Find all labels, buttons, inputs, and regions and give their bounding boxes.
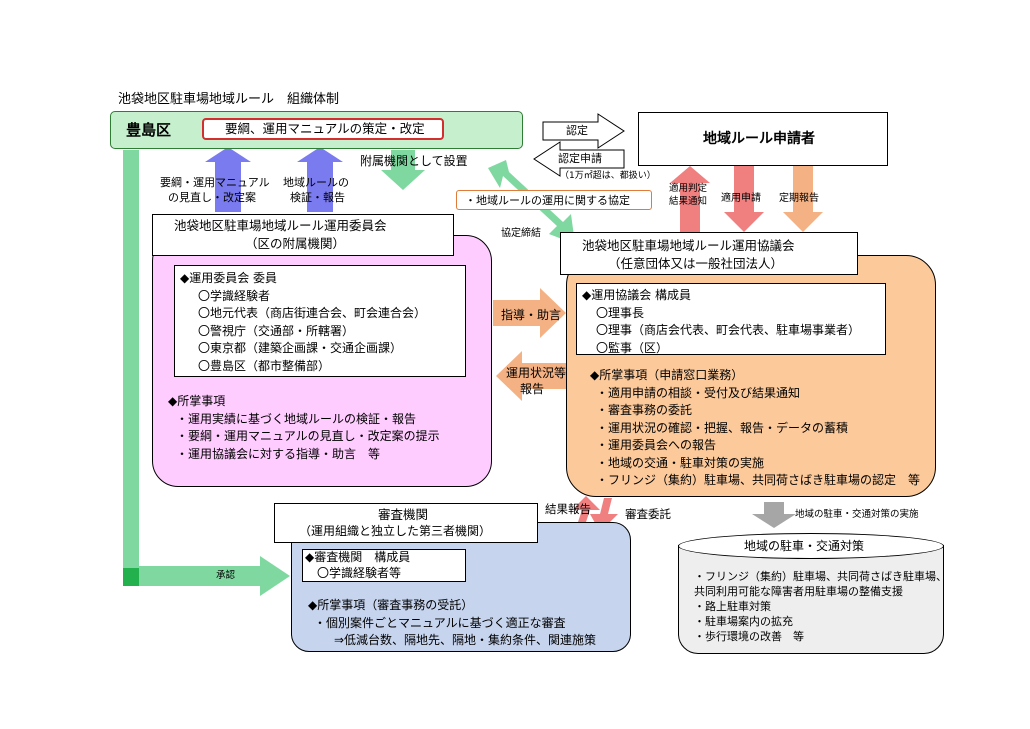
blue-arrow-review (205, 147, 251, 212)
committee-duties: ◆所掌事項 ・運用実績に基づく地域ルールの検証・報告 ・要綱・運用マニュアルの見… (168, 393, 440, 463)
list-item: 〇学識経験者 (198, 288, 271, 303)
list-item: ・路上駐車対策 (694, 600, 771, 613)
measures-title: 地域の駐車・交通対策 (744, 539, 865, 553)
approval-label: 承認 (216, 570, 236, 581)
green-arrow-affiliated (381, 150, 425, 190)
review-label-2: の見直し・改定案 (168, 191, 256, 204)
list-item: 〇監事（区） (596, 340, 669, 355)
review-members-title: ◆審査機関 構成員 (305, 550, 411, 564)
list-item: ・フリンジ（集約）駐車場、共同荷さばき駐車場、 (694, 570, 947, 583)
list-item: ・運用状況の確認・把握、報告・データの蓄積 (596, 420, 849, 435)
list-item: 〇理事（商店会代表、町会代表、駐車場事業者） (596, 323, 861, 337)
council-members-box (576, 283, 886, 355)
ward-name: 豊島区 (126, 121, 172, 139)
list-item: ・地域の交通・駐車対策の実施 (596, 455, 765, 470)
result-report-label: 結果報告 (545, 502, 591, 516)
agreement-signed-label: 協定締結 (501, 228, 541, 239)
ninte-label: 認定 (566, 124, 588, 137)
committee-title-box (152, 214, 454, 256)
ward-task-box (202, 118, 444, 140)
agreement-box (456, 190, 652, 210)
verify-label-2: 検証・報告 (290, 191, 345, 204)
ward-approval-line (123, 150, 139, 586)
list-item: ⇒低減台数、隔地先、隔地・集約条件、関連施策 (334, 633, 597, 647)
council-title-2: （任意団体又は一般社団法人） (608, 256, 784, 271)
approval-corner (123, 568, 139, 586)
apply-arrow (724, 166, 764, 232)
review-body-box (291, 522, 631, 652)
ninte-shinsei-label: 認定申請 (558, 152, 602, 165)
ninte-shinsei-arrow (533, 141, 625, 177)
committee-members-title: ◆運用委員会 委員 (180, 271, 278, 285)
council-members: ◆運用協議会 構成員 〇理事長 〇理事（商店会代表、町会代表、駐車場事業者） 〇… (582, 287, 860, 357)
review-duties: ◆所掌事項（審査事務の受託） ・個別案件ごとマニュアルに基づく適正な審査 ⇒低減… (308, 597, 596, 650)
measures-items: ・フリンジ（集約）駐車場、共同荷さばき駐車場、 共同利用可能な障害者用駐車場の整… (694, 569, 947, 644)
status-report-label-1: 運用状況等 (506, 366, 567, 380)
review-members-box (302, 549, 466, 582)
result-report-arrow (572, 496, 600, 528)
status-report-arrow (496, 351, 566, 401)
list-item: ・運用実績に基づく地域ルールの検証・報告 (176, 411, 417, 426)
list-item: ・適用申請の相談・受付及び結果通知 (596, 385, 801, 400)
list-item: ・歩行環境の改善 等 (694, 630, 804, 643)
review-label-1: 要綱・運用マニュアル (160, 176, 270, 189)
result-notice-arrow (670, 166, 710, 232)
ninte-note: （1万㎡超は、都扱い） (560, 171, 656, 181)
page-title: 池袋地区駐車場地域ルール 組織体制 (118, 92, 340, 107)
list-item: 〇警視庁（交通部・所轄署） (198, 323, 355, 338)
list-item: ・審査事務の委託 (596, 403, 693, 417)
implement-arrow (752, 502, 796, 528)
list-item: ・フリンジ（集約）駐車場、共同荷さばき駐車場の認定 等 (596, 473, 921, 487)
blue-arrow-verify (297, 147, 343, 212)
agreement-label: ・地域ルールの運用に関する協定 (465, 194, 630, 207)
ward-task: 要綱、運用マニュアルの策定・改定 (225, 121, 425, 136)
apply-label: 適用申請 (721, 193, 761, 204)
committee-title-2: （区の附属機関） (245, 236, 346, 251)
review-members: ◆審査機関 構成員 〇学識経験者等 (305, 549, 410, 581)
list-item: 〇東京都（建築企画課・交通企画課） (198, 341, 403, 355)
result-notice-label-1: 適用判定 (669, 183, 708, 194)
guidance-arrow (493, 288, 566, 338)
list-item: ・運用協議会に対する指導・助言 等 (176, 446, 381, 461)
result-notice-label-2: 結果通知 (669, 196, 708, 207)
committee-title-1: 池袋地区駐車場地域ルール運用委員会 (174, 218, 387, 233)
council-title-1: 池袋地区駐車場地域ルール運用協議会 (582, 238, 795, 253)
list-item: ・要綱・運用マニュアルの見直し・改定案の提示 (176, 429, 440, 443)
verify-label-1: 地域ルールの (283, 176, 349, 189)
periodic-arrow (783, 166, 823, 232)
council-duties: ◆所掌事項（申請窓口業務） ・適用申請の相談・受付及び結果通知 ・審査事務の委託… (590, 367, 920, 490)
approval-arrow (139, 556, 290, 596)
council-members-title: ◆運用協議会 構成員 (582, 288, 692, 302)
guidance-label: 指導・助言 (501, 308, 562, 322)
affiliated-label: 附属機関として設置 (360, 154, 468, 168)
list-item: 〇豊島区（都市整備部） (198, 358, 331, 373)
ninte-arrow (542, 113, 625, 149)
committee-members-box (174, 265, 466, 377)
review-title-2: （運用組織と独立した第三者機関） (299, 524, 492, 538)
committee-duties-title: ◆所掌事項 (168, 394, 226, 408)
council-title-box (560, 232, 858, 275)
list-item: ・運用委員会への報告 (596, 438, 717, 452)
committee-members: ◆運用委員会 委員 〇学識経験者 〇地元代表（商店街連合会、町会連合会） 〇警視… (180, 270, 426, 375)
applicant-box (638, 112, 888, 166)
status-report-label-2: 報告 (520, 382, 545, 396)
list-item: ・個別案件ごとマニュアルに基づく適正な審査 (314, 615, 566, 630)
periodic-label: 定期報告 (779, 193, 819, 204)
review-duties-title: ◆所掌事項（審査事務の受託） (308, 598, 474, 612)
list-item: 〇地元代表（商店街連合会、町会連合会） (198, 306, 427, 320)
list-item: 〇学識経験者等 (317, 566, 402, 580)
implement-label: 地域の駐車・交通対策の実施 (795, 509, 919, 520)
council-duties-title: ◆所掌事項（申請窓口業務） (590, 368, 744, 382)
review-delegate-label: 審査委託 (625, 507, 671, 521)
review-title-1: 審査機関 (378, 507, 429, 522)
applicant-name: 地域ルール申請者 (703, 131, 815, 147)
measures-top (678, 533, 944, 559)
list-item: 共同利用可能な障害者用駐車場の整備支援 (694, 585, 903, 598)
list-item: 〇理事長 (596, 305, 645, 320)
review-title-box (274, 503, 538, 543)
list-item: ・駐車場案内の拡充 (694, 615, 793, 628)
